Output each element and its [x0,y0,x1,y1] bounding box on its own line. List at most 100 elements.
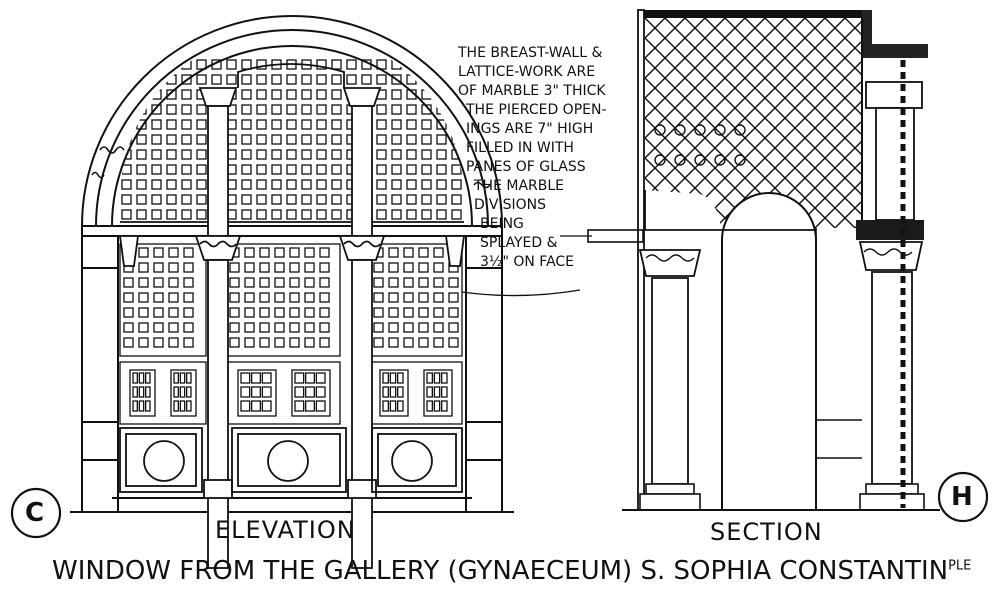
lattice-opening [403,292,414,303]
lattice-opening [151,194,162,205]
glass-pane [173,400,179,412]
glass-pane [138,386,145,398]
lattice-opening [271,149,282,160]
lattice-opening [271,194,282,205]
upper-lattice [121,59,462,220]
lattice-opening [421,164,432,175]
glass-pane [294,400,305,412]
marker-c [10,487,62,539]
lattice-opening [121,104,132,115]
lattice-rosette [714,154,726,166]
lattice-opening [168,307,179,318]
lattice-opening [153,292,164,303]
lattice-opening [346,59,357,70]
window-bay-frame [227,361,341,425]
lattice-opening [376,119,387,130]
lattice-opening [331,209,342,220]
lattice-opening [448,337,459,348]
lattice-opening [168,277,179,288]
lattice-opening [138,292,149,303]
lattice-opening [421,194,432,205]
lattice-opening [196,119,207,130]
glass-pane [240,386,251,398]
lattice-opening [244,292,255,303]
note-line: BEING [480,216,524,232]
glass-pane [315,400,326,412]
panel-inner-frame [125,433,197,487]
glass-pane [179,372,186,384]
lattice-opening [406,74,417,85]
lattice-opening [421,104,432,115]
lattice-opening [373,292,384,303]
lattice-opening [241,179,252,190]
lattice-opening [259,322,270,333]
lattice-opening [406,164,417,175]
lattice-opening [256,194,267,205]
note-line: THE PIERCED OPEN- [466,102,607,118]
lattice-opening [151,164,162,175]
lattice-bar [645,18,746,239]
lattice-opening [271,164,282,175]
glass-pane [441,372,448,384]
lattice-opening [373,307,384,318]
lattice-opening [421,134,432,145]
lattice-opening [316,89,327,100]
lattice-opening [121,59,132,70]
lattice-opening [183,277,194,288]
lattice-opening [451,209,462,220]
lattice-opening [274,262,285,273]
lattice-bar [645,18,726,239]
lattice-opening [319,292,330,303]
lattice-opening [274,337,285,348]
construction-note: THE BREAST-WALL & LATTICE-WORK ARE OF MA… [458,44,628,272]
lattice-opening [256,59,267,70]
lattice-opening [256,119,267,130]
lattice-opening [391,104,402,115]
glass-pane [145,372,151,384]
note-line: THE BREAST-WALL & [458,45,603,61]
lattice-opening [289,292,300,303]
elevation-outline [70,15,514,513]
lattice-opening [391,89,402,100]
lattice-opening [259,247,270,258]
leader-lines [461,235,592,297]
lattice-opening [301,164,312,175]
lattice-opening [136,179,147,190]
lattice-opening [183,337,194,348]
lattice-opening [286,104,297,115]
lattice-opening [286,89,297,100]
glass-pane [132,400,138,412]
glass-pane [138,400,145,412]
lattice-opening [289,337,300,348]
lattice-opening [166,194,177,205]
lattice-opening [316,74,327,85]
lattice-opening [241,59,252,70]
glass-pane [426,386,433,398]
lattice-opening [301,194,312,205]
lattice-opening [168,292,179,303]
lattice-opening [121,179,132,190]
lattice-opening [376,179,387,190]
lattice-opening [319,307,330,318]
lattice-opening [274,247,285,258]
window-grid [423,369,453,417]
column-base [347,479,377,499]
lattice-opening [151,119,162,130]
lattice-opening [136,104,147,115]
lattice-opening [304,337,315,348]
lattice-opening [406,104,417,115]
glass-pane [305,386,315,398]
lattice-opening [121,74,132,85]
lattice-opening [166,119,177,130]
lattice-opening [289,322,300,333]
lattice-opening [403,322,414,333]
lattice-opening [376,59,387,70]
lattice-opening [436,104,447,115]
glass-pane [382,372,389,384]
lattice-opening [256,179,267,190]
lattice-opening [421,89,432,100]
lattice-opening [241,149,252,160]
marker-h [937,471,989,523]
column-capital [342,87,382,107]
lattice-opening [136,209,147,220]
